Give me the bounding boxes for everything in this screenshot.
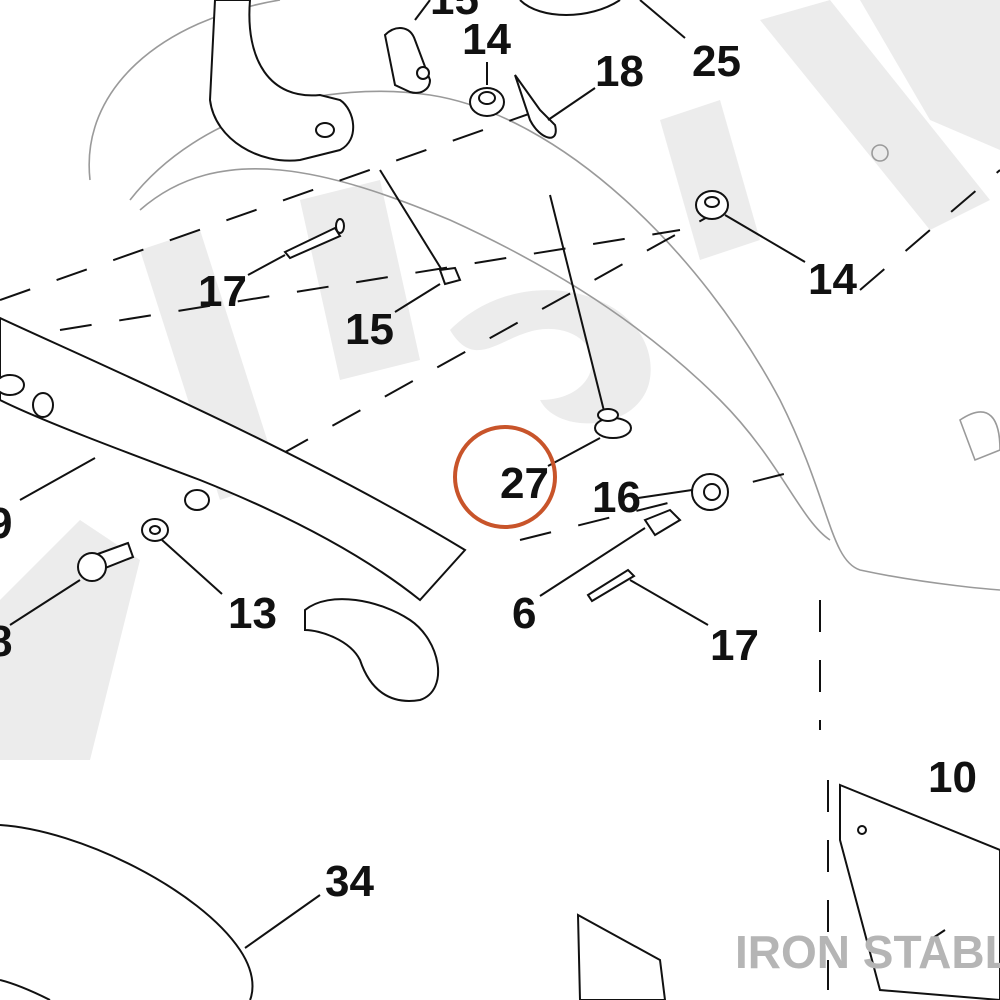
callout-27: 27 (500, 459, 549, 508)
watermark-label: IRON STABLE (735, 926, 1000, 978)
callout-15: 15 (345, 305, 394, 354)
callout-15-top: 15 (430, 0, 479, 24)
callout-17-right: 17 (710, 621, 759, 670)
highlight-ring (453, 425, 557, 529)
watermark-shapes (0, 0, 1000, 760)
callout-13: 13 (228, 589, 277, 638)
callout-34: 34 (325, 857, 374, 906)
leader-lines (9, 0, 946, 949)
guard-rail (0, 316, 467, 702)
callout-6: 6 (512, 589, 536, 638)
callout-10: 10 (928, 753, 977, 802)
callout-17-left: 17 (198, 267, 247, 316)
axis-lines (0, 109, 1000, 990)
callout-16: 16 (592, 473, 641, 522)
callout-9: 9 (0, 499, 12, 548)
callout-18: 18 (595, 47, 644, 96)
callout-8: 8 (0, 617, 12, 666)
callout-labels: 15 14 18 25 14 17 15 27 16 6 17 13 9 8 1… (0, 0, 977, 906)
callout-14-right: 14 (808, 255, 857, 304)
bottom-parts (0, 783, 1000, 1000)
mount-bracket (208, 0, 621, 162)
hardware-parts (77, 74, 729, 603)
callout-14-top: 14 (462, 15, 511, 64)
callout-25: 25 (692, 37, 741, 86)
